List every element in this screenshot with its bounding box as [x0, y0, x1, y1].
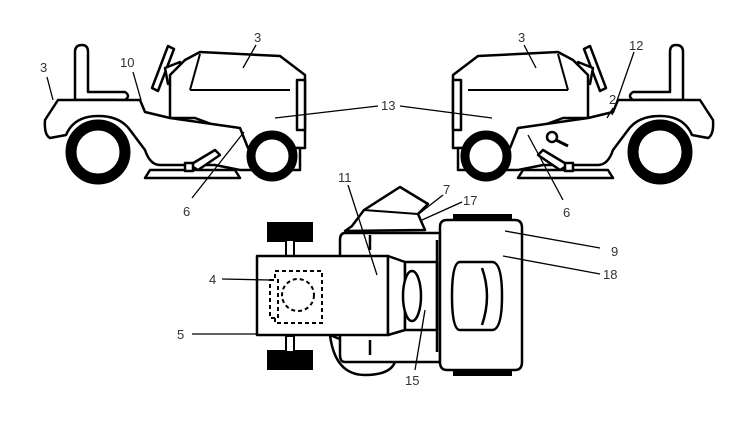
left-side-view [45, 45, 305, 179]
label-11: 11 [338, 170, 352, 185]
top-leader-lines [192, 184, 601, 371]
label-18: 18 [603, 267, 617, 282]
left-leader-lines [46, 44, 635, 201]
label-10: 10 [120, 55, 134, 70]
right-side-view [453, 45, 713, 179]
label-15: 15 [405, 373, 419, 388]
label-13: 13 [381, 98, 395, 113]
label-5: 5 [177, 327, 184, 342]
label-7: 7 [443, 182, 450, 197]
label-3-hood-left: 3 [254, 30, 261, 45]
label-3-hood-right: 3 [518, 30, 525, 45]
label-4: 4 [209, 272, 216, 287]
label-17: 17 [463, 193, 477, 208]
label-2: 2 [609, 92, 616, 107]
top-view [255, 185, 524, 377]
label-9: 9 [611, 244, 618, 259]
lever [545, 130, 569, 148]
label-6-right: 6 [563, 205, 570, 220]
label-12: 12 [629, 38, 643, 53]
label-3-rear-fender: 3 [40, 60, 47, 75]
label-6-left: 6 [183, 204, 190, 219]
